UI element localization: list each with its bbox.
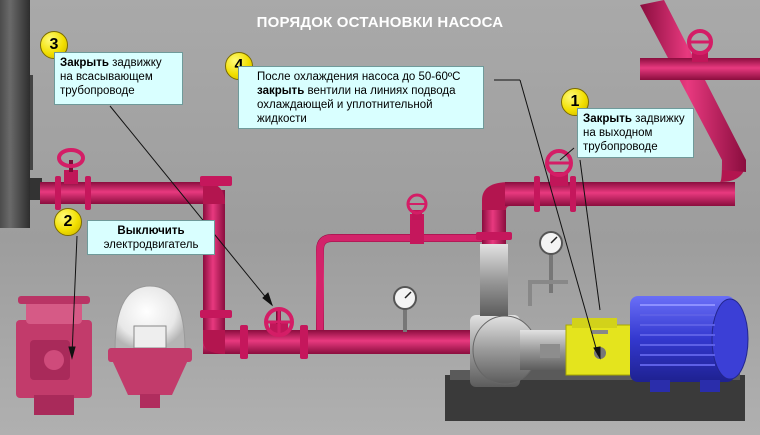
step-1-callout: Закрыть задвижку на выходном трубопровод… bbox=[577, 108, 694, 158]
valve-discharge bbox=[545, 149, 573, 186]
pressure-gauge-suction bbox=[393, 286, 417, 332]
step-2-line-2: электродвигатель bbox=[103, 239, 199, 251]
step-4-lead: После охлаждения насоса до 50-60ºC bbox=[257, 71, 461, 83]
step-2-action: Выключить bbox=[117, 225, 185, 237]
valve-cooling-line bbox=[406, 193, 428, 220]
valve-suction-tank bbox=[57, 148, 85, 184]
step-3-line-2: на всасывающем bbox=[60, 71, 153, 83]
step-2-badge: 2 bbox=[54, 208, 82, 236]
pump-unit bbox=[445, 244, 749, 421]
step-4-line-4: жидкости bbox=[257, 113, 307, 125]
step-1-line-3: трубопроводе bbox=[583, 141, 658, 153]
step-3-callout: Закрыть задвижку на всасывающем трубопро… bbox=[54, 52, 183, 105]
step-4-object: вентили на линиях подвода bbox=[304, 85, 456, 97]
suction-pipeline bbox=[40, 176, 483, 359]
tank bbox=[0, 0, 42, 228]
step-4-line-3: охлаждающей и уплотнительной bbox=[257, 99, 433, 111]
step-1-badge: 1 bbox=[561, 88, 589, 116]
step-4-action: закрыть bbox=[257, 85, 305, 97]
step-1-action: Закрыть bbox=[583, 113, 632, 125]
step-3-action: Закрыть bbox=[60, 57, 109, 69]
step-2-callout: Выключить электродвигатель bbox=[87, 220, 215, 255]
leader-lines bbox=[68, 79, 601, 360]
valve-top-right bbox=[687, 29, 713, 62]
step-3-line-3: трубопроводе bbox=[60, 85, 135, 97]
valve-suction-pipe bbox=[264, 307, 294, 337]
motor-starter-box bbox=[16, 296, 92, 415]
step-1-object: задвижку bbox=[631, 113, 685, 125]
step-1-line-2: на выходном bbox=[583, 127, 653, 139]
step-3-object: задвижку bbox=[108, 57, 162, 69]
discharge-pipeline bbox=[476, 0, 760, 320]
signal-lamp bbox=[108, 285, 192, 408]
step-4-callout: После охлаждения насоса до 50-60ºC закры… bbox=[238, 66, 484, 129]
pressure-gauge-discharge bbox=[528, 231, 568, 306]
cooling-line bbox=[316, 214, 482, 330]
diagram-title: ПОРЯДОК ОСТАНОВКИ НАСОСА bbox=[256, 14, 504, 31]
